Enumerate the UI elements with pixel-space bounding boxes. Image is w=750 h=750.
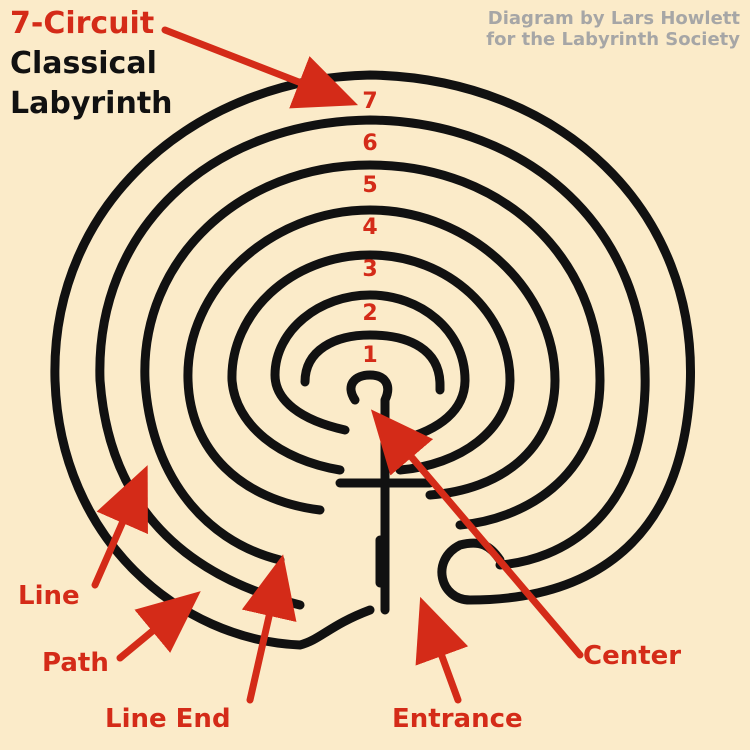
wall-circuit-2 — [270, 290, 470, 445]
credit-line-1: Diagram by Lars Howlett — [487, 8, 740, 29]
circuit-number-1: 1 — [362, 343, 377, 368]
circuit-number-3: 3 — [362, 257, 377, 282]
wall-circuit-3 — [227, 250, 515, 475]
label-line-end: Line End — [105, 704, 231, 734]
arrow-center — [370, 409, 584, 659]
credit-line-2: for the Labyrinth Society — [486, 29, 740, 50]
title-line-1: 7-Circuit — [10, 6, 155, 41]
diagram-credit: Diagram by Lars Howlett for the Labyrint… — [486, 8, 740, 50]
title-line-2: Classical — [10, 46, 157, 81]
circuit-number-5: 5 — [362, 173, 377, 198]
arrow-line-end — [241, 554, 297, 704]
arrow-entrance — [415, 596, 469, 704]
circuit-number-2: 2 — [362, 301, 377, 326]
label-line: Line — [18, 581, 80, 611]
label-path: Path — [42, 648, 109, 678]
wall-circuit-1 — [300, 330, 445, 395]
circuit-numbers: 1 2 3 4 5 6 7 — [362, 89, 377, 368]
annotation-labels: Line Path Line End Entrance Center — [18, 581, 681, 734]
title-line-3: Labyrinth — [10, 86, 173, 121]
circuit-number-7: 7 — [362, 89, 377, 114]
wall-circuit-outer — [50, 70, 695, 650]
wall-circuit-5 — [140, 160, 605, 565]
arrow-line — [91, 465, 148, 589]
label-center: Center — [583, 641, 681, 671]
arrows — [91, 26, 584, 704]
wall-circuit-4 — [183, 205, 560, 515]
diagram-title: 7-Circuit Classical Labyrinth — [10, 4, 173, 124]
arrow-title — [161, 26, 359, 109]
circuit-number-6: 6 — [362, 131, 377, 156]
wall-center — [346, 370, 393, 615]
arrow-path — [116, 591, 201, 662]
circuit-number-4: 4 — [362, 215, 377, 240]
label-entrance: Entrance — [392, 704, 523, 734]
